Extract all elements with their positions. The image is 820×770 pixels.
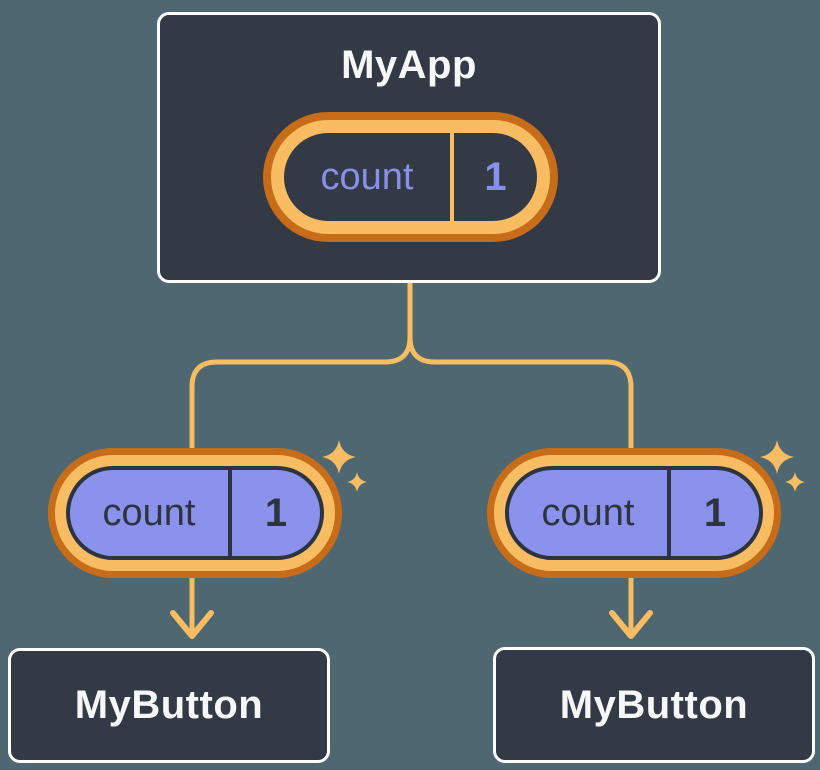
prop-value: 1: [703, 490, 727, 535]
myapp-title: MyApp: [341, 43, 477, 87]
state-value: 1: [484, 154, 507, 199]
prop-pill-ring: count 1: [494, 455, 774, 571]
sparkle-icon: [347, 472, 367, 492]
pill-divider: [228, 470, 232, 556]
arrowhead-right-icon: [609, 610, 653, 639]
mybutton-title: MyButton: [74, 683, 264, 727]
prop-pill-right: count 1: [487, 448, 781, 578]
arrowhead-left-icon: [170, 610, 214, 639]
sparkle-icon: [785, 472, 805, 492]
prop-label: count: [102, 491, 196, 534]
connector-right-branch: [407, 334, 634, 636]
prop-pill-body: count 1: [505, 466, 763, 560]
state-pill-body: count 1: [284, 133, 537, 221]
mybutton-title: MyButton: [559, 682, 749, 727]
prop-label: count: [541, 491, 635, 534]
mybutton-node-right: MyButton: [493, 647, 815, 763]
state-label: count: [320, 155, 414, 198]
sparkle-icon: [322, 440, 356, 474]
prop-pill-left: count 1: [48, 448, 342, 578]
state-pill-ring: count 1: [271, 120, 550, 234]
state-pill-myapp: count 1: [263, 112, 558, 242]
prop-value: 1: [264, 490, 288, 535]
prop-pill-body: count 1: [66, 466, 324, 560]
pill-divider: [450, 133, 454, 221]
pill-divider: [667, 470, 671, 556]
myapp-node: MyApp count 1: [157, 12, 661, 283]
connector-left-branch: [189, 278, 413, 636]
mybutton-node-left: MyButton: [8, 648, 330, 763]
sparkle-icon: [760, 440, 794, 474]
prop-pill-ring: count 1: [55, 455, 335, 571]
